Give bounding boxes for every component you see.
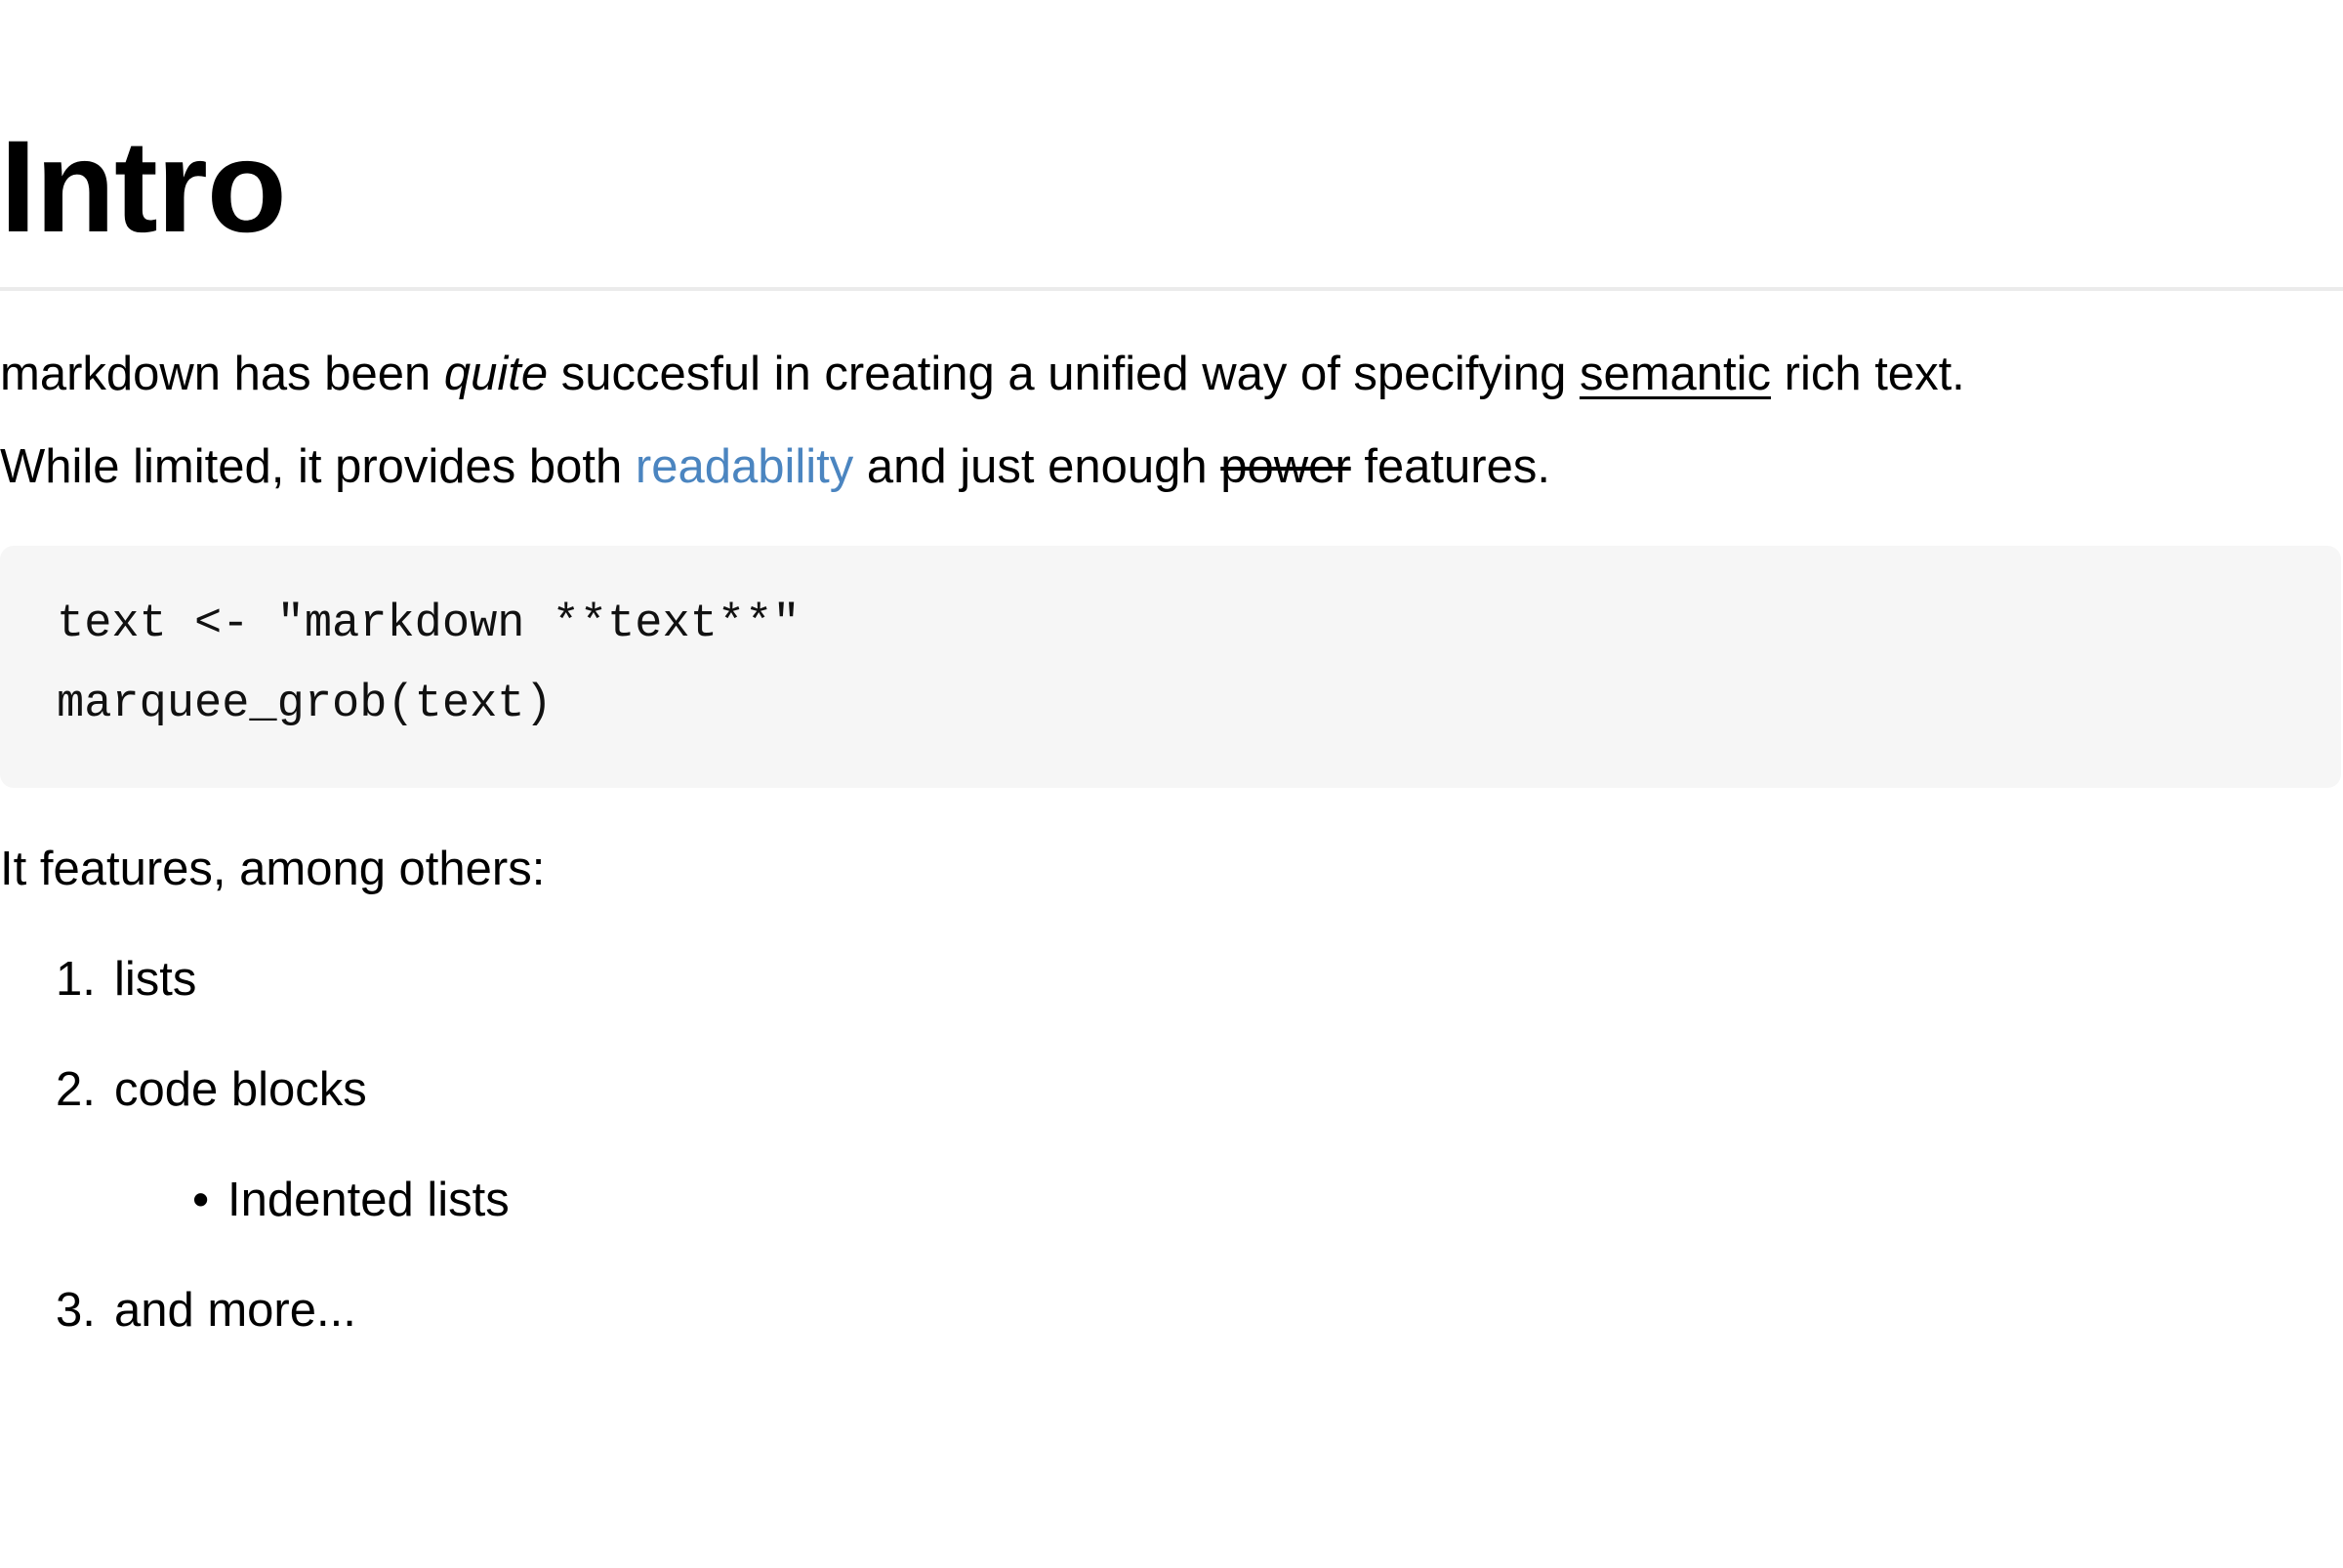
code-line-2: marquee_grob(text) bbox=[57, 679, 553, 730]
document: Intro markdown has been quite succesful … bbox=[0, 121, 2343, 1568]
divider bbox=[0, 287, 2343, 291]
bullet-marker: • bbox=[192, 1174, 210, 1226]
text-run: succesful in creating a unified way of s… bbox=[548, 348, 1580, 400]
list-item-label: lists bbox=[114, 953, 197, 1006]
text-run: and just enough bbox=[853, 440, 1221, 493]
list-item-and-more: 3. and more... bbox=[0, 1281, 2343, 1340]
page-title: Intro bbox=[0, 114, 287, 260]
underlined-text: semantic bbox=[1579, 348, 1772, 400]
text-run: markdown has been bbox=[0, 348, 444, 400]
list-item-code-blocks: 2. code blocks bbox=[0, 1060, 2343, 1119]
list-item-label: and more... bbox=[114, 1284, 356, 1337]
text-run: rich text. bbox=[1771, 348, 1965, 400]
intro-paragraph: markdown has been quite succesful in cre… bbox=[0, 328, 2343, 514]
code-line-1: text <- "markdown **text**" bbox=[57, 598, 801, 650]
list-number-marker: 2. bbox=[56, 1063, 96, 1116]
code-block: text <- "markdown **text**" marquee_grob(… bbox=[0, 546, 2341, 788]
strikethrough-text: power bbox=[1220, 440, 1351, 493]
readability-link[interactable]: readability bbox=[635, 440, 854, 493]
paragraph-line-1: markdown has been quite succesful in cre… bbox=[0, 328, 2343, 421]
list-item-lists: 1. lists bbox=[0, 950, 2343, 1009]
list-item-label: Indented lists bbox=[227, 1174, 510, 1226]
text-run: While limited, it provides both bbox=[0, 440, 636, 493]
list-number-marker: 1. bbox=[56, 953, 96, 1006]
list-item-indented-lists: • Indented lists bbox=[0, 1171, 2343, 1229]
list-item-label: code blocks bbox=[114, 1063, 367, 1116]
list-intro: It features, among others: bbox=[0, 843, 546, 895]
text-run: features. bbox=[1350, 440, 1550, 493]
list-number-marker: 3. bbox=[56, 1284, 96, 1337]
italic-text: quite bbox=[443, 348, 549, 400]
feature-list: 1. lists 2. code blocks • Indented lists 3.… bbox=[0, 950, 2343, 1340]
paragraph-line-2: While limited, it provides both readabil… bbox=[0, 421, 2343, 514]
